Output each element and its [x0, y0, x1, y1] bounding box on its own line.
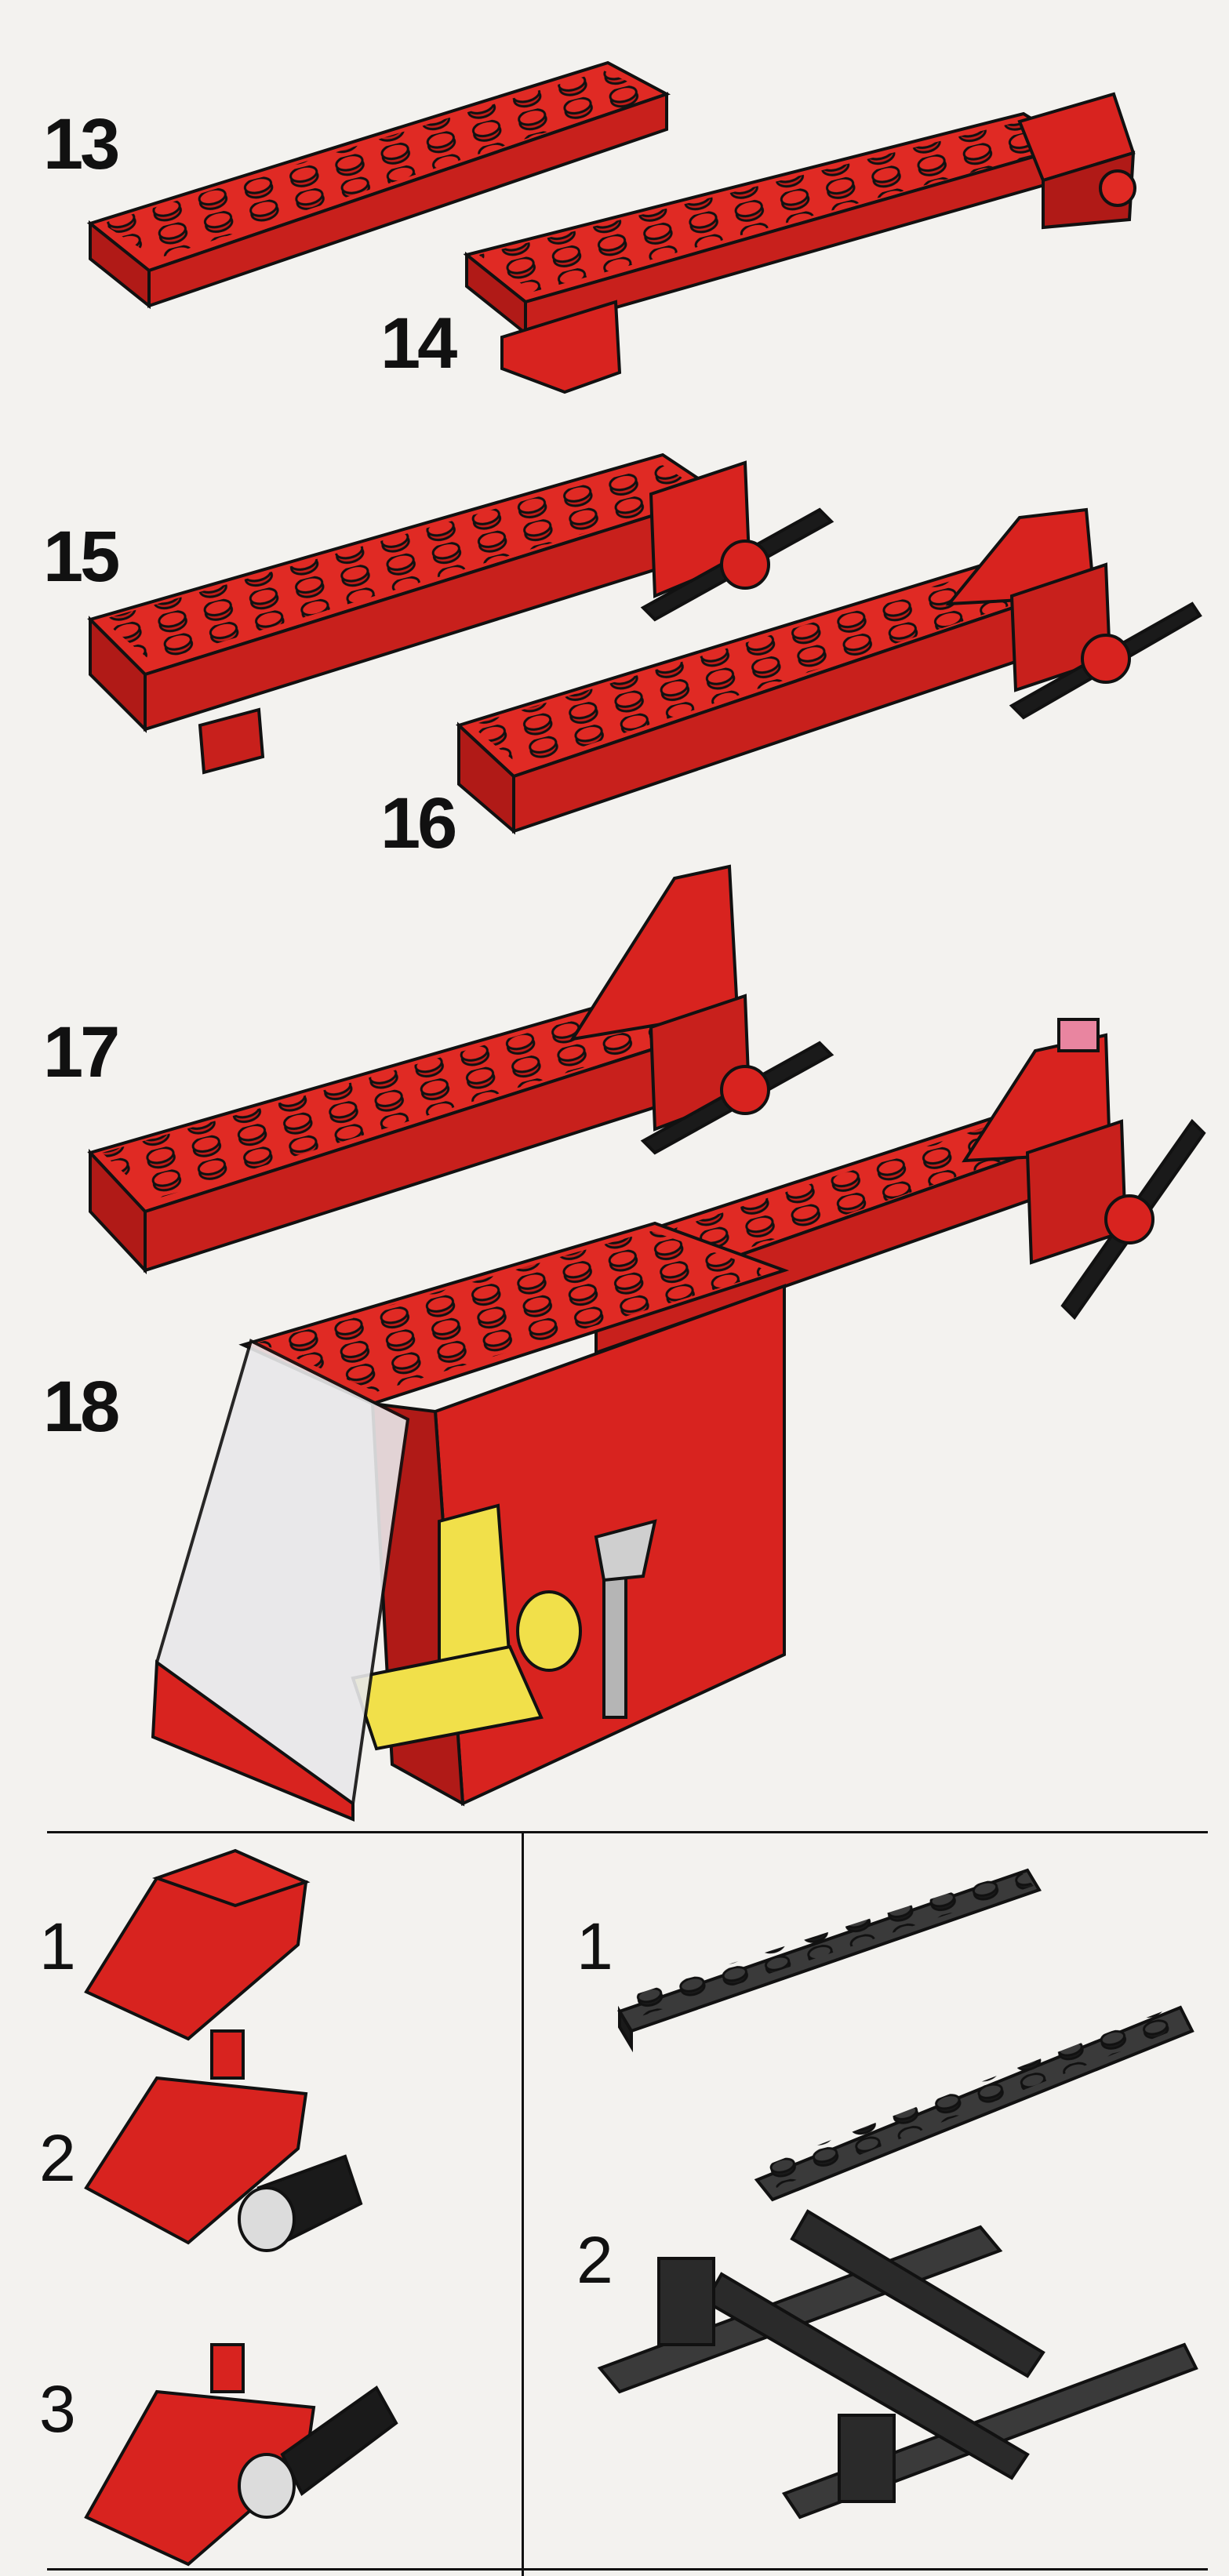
- sub-left-number-2: 2: [39, 2121, 76, 2195]
- sub-left-step1: [84, 1848, 311, 2041]
- step-number-15: 15: [43, 517, 120, 597]
- sub-left-step2: [84, 2029, 363, 2252]
- sub-right-number-1: 1: [576, 1909, 613, 1983]
- step17-assembly: [87, 864, 834, 1275]
- bottom-divider: [47, 2568, 1208, 2571]
- step-number-16: 16: [380, 783, 457, 863]
- step16-propeller: [1009, 601, 1202, 720]
- horizontal-divider: [47, 1831, 1208, 1833]
- step17-propeller: [640, 1041, 834, 1155]
- sub-left-number-3: 3: [39, 2372, 76, 2446]
- step13-plate: [86, 60, 671, 310]
- sub-right-step1: [617, 1868, 1194, 2202]
- step15-propeller: [640, 507, 834, 622]
- step18-propeller: [1060, 1118, 1206, 1321]
- sub-right-step2: [597, 2209, 1198, 2520]
- sub-right-number-2: 2: [576, 2223, 613, 2297]
- sub-left-step3: [84, 2343, 398, 2567]
- step-number-17: 17: [43, 1012, 120, 1092]
- step14-assembly: [463, 92, 1136, 394]
- step16-assembly: [456, 507, 1202, 835]
- step15-assembly: [87, 452, 834, 775]
- step-number-18: 18: [43, 1367, 120, 1447]
- step-number-13: 13: [43, 104, 120, 184]
- sub-left-number-1: 1: [39, 1909, 76, 1983]
- step-number-14: 14: [380, 303, 457, 383]
- vertical-divider: [522, 1831, 524, 2576]
- step18-helicopter: [151, 1018, 1206, 1822]
